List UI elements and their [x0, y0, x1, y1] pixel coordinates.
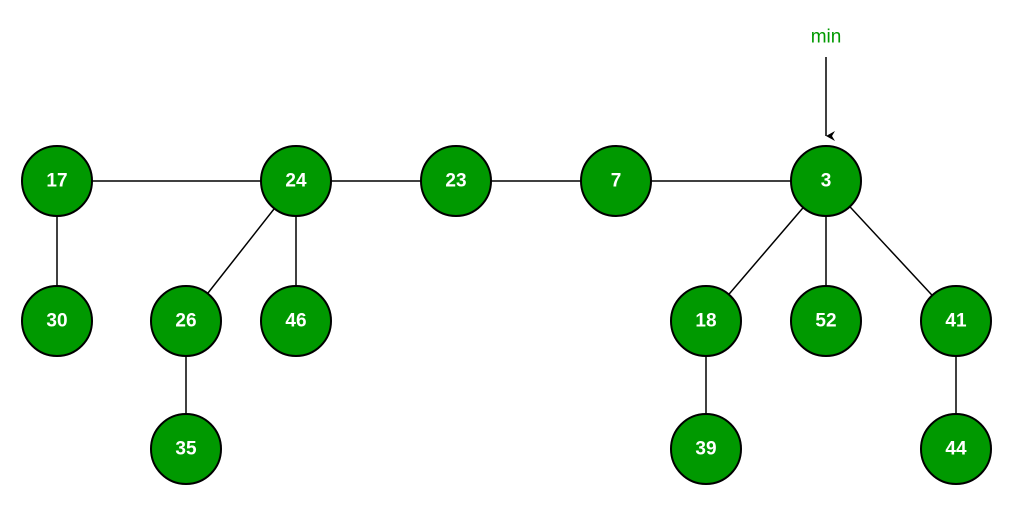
node-label: 3 [821, 171, 832, 192]
node-circle [920, 285, 992, 357]
node-label: 46 [285, 311, 306, 332]
node-35: 35 [150, 413, 222, 485]
node-30: 30 [21, 285, 93, 357]
node-circle [790, 285, 862, 357]
node-circle [150, 413, 222, 485]
node-label: 44 [945, 439, 967, 460]
node-circle [920, 413, 992, 485]
node-52: 52 [790, 285, 862, 357]
node-44: 44 [920, 413, 992, 485]
node-circle [150, 285, 222, 357]
node-label: 18 [695, 311, 716, 332]
node-label: 26 [175, 311, 196, 332]
node-label: 24 [285, 171, 307, 192]
node-label: 52 [815, 311, 836, 332]
node-23: 23 [420, 145, 492, 217]
node-label: 7 [611, 171, 622, 192]
node-circle [260, 285, 332, 357]
node-circle [420, 145, 492, 217]
node-46: 46 [260, 285, 332, 357]
node-circle [670, 285, 742, 357]
node-label: 39 [695, 439, 716, 460]
node-17: 17 [21, 145, 93, 217]
node-circle [580, 145, 652, 217]
node-circle [670, 413, 742, 485]
node-39: 39 [670, 413, 742, 485]
node-18: 18 [670, 285, 742, 357]
node-3: 3 [790, 145, 862, 217]
node-label: 41 [945, 311, 967, 332]
node-label: 17 [46, 171, 67, 192]
nodes-layer: 17 24 23 7 3 30 26 46 35 18 52 41 39 44 [21, 145, 992, 485]
node-label: 35 [175, 439, 197, 460]
min-pointer: min [811, 27, 842, 141]
node-circle [21, 145, 93, 217]
node-24: 24 [260, 145, 332, 217]
node-circle [21, 285, 93, 357]
node-circle [790, 145, 862, 217]
node-26: 26 [150, 285, 222, 357]
node-label: 23 [445, 171, 466, 192]
node-circle [260, 145, 332, 217]
node-41: 41 [920, 285, 992, 357]
node-7: 7 [580, 145, 652, 217]
min-pointer-label: min [811, 27, 842, 48]
node-label: 30 [46, 311, 67, 332]
